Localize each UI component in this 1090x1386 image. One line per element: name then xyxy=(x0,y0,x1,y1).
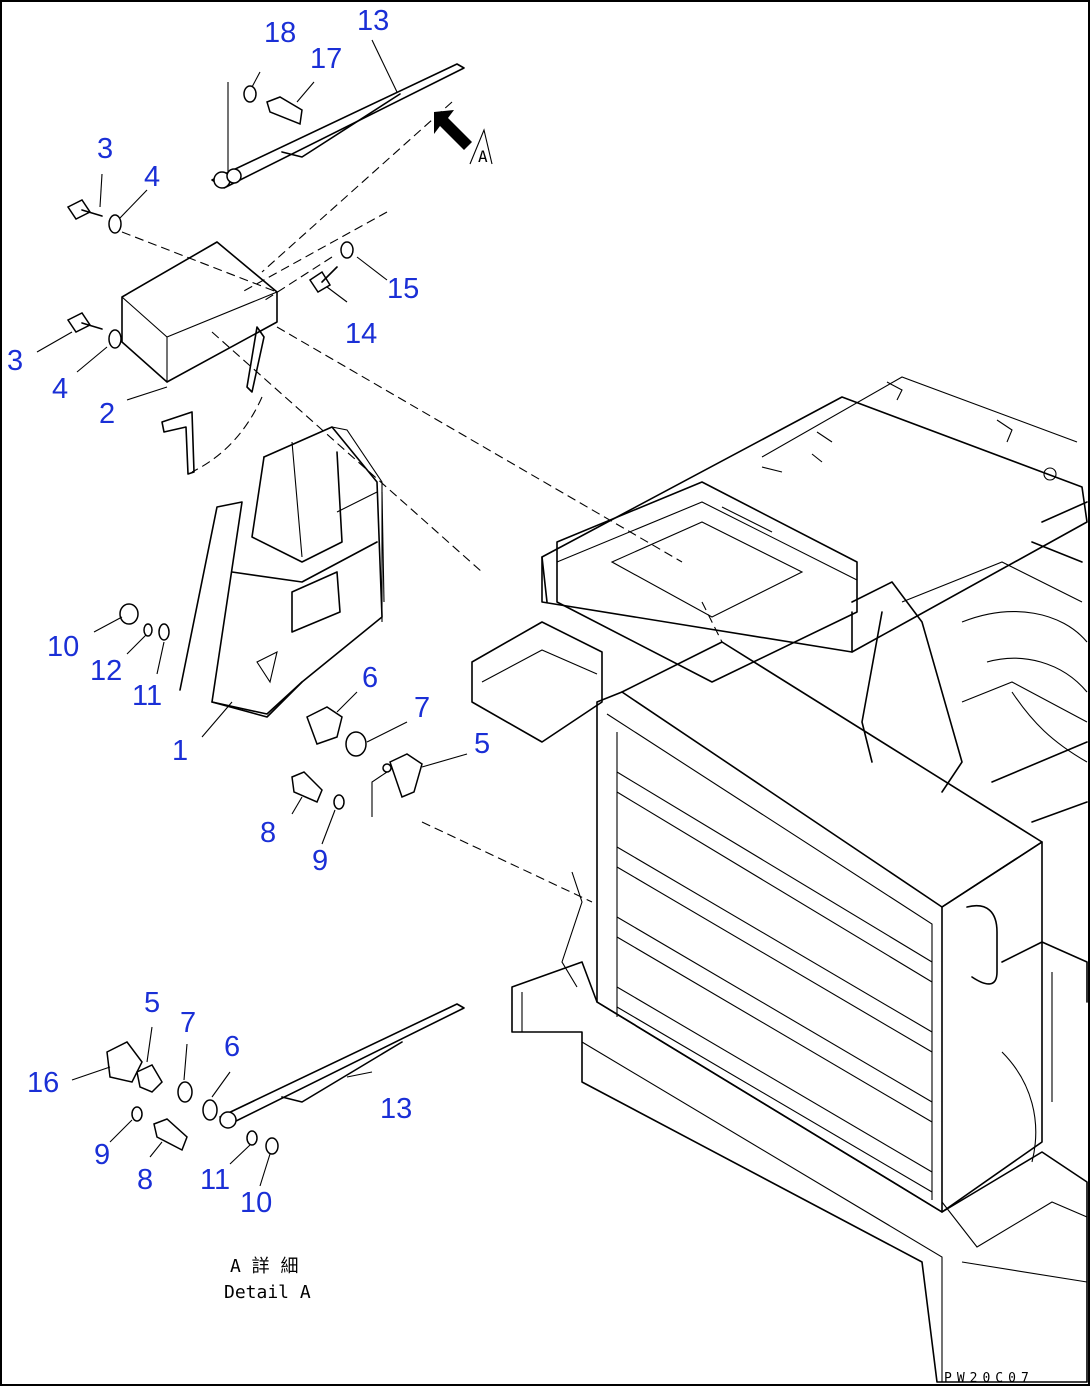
callout-10: 10 xyxy=(47,631,79,663)
view-marker-label: A xyxy=(478,147,488,166)
callout-14: 14 xyxy=(345,318,377,350)
callout-13: 13 xyxy=(357,5,389,37)
callout-16: 16 xyxy=(27,1067,59,1099)
link-rod-13-upper xyxy=(211,63,465,189)
callout-2: 2 xyxy=(99,398,115,430)
callout-18: 18 xyxy=(264,17,296,49)
callout-3: 3 xyxy=(7,345,23,377)
callout-11: 11 xyxy=(200,1164,230,1196)
drawing-code: PW20C07 xyxy=(944,1371,1034,1386)
callout-15: 15 xyxy=(387,273,419,305)
assembly-lines xyxy=(121,101,723,903)
callout-9: 9 xyxy=(312,845,328,877)
callout-4: 4 xyxy=(144,161,160,193)
callout-8: 8 xyxy=(137,1164,153,1196)
callout-7: 7 xyxy=(180,1007,196,1039)
leader-lines xyxy=(36,39,468,1187)
callout-11: 11 xyxy=(132,680,162,712)
grille-louvers xyxy=(616,732,933,1193)
callout-4: 4 xyxy=(52,373,68,405)
cover-plate-2 xyxy=(121,241,278,475)
callout-10: 10 xyxy=(240,1187,272,1219)
link-rod-13-lower xyxy=(219,1003,465,1129)
callout-9: 9 xyxy=(94,1139,110,1171)
callout-labels: 18 17 13 3 4 15 14 3 4 2 10 12 11 1 6 7 … xyxy=(7,5,490,1219)
callout-3: 3 xyxy=(97,133,113,165)
callout-8: 8 xyxy=(260,817,276,849)
callout-5: 5 xyxy=(474,728,490,760)
callout-12: 12 xyxy=(90,655,122,687)
callout-7: 7 xyxy=(414,692,430,724)
callout-6: 6 xyxy=(362,662,378,694)
detail-caption-japanese: A 詳 細 xyxy=(230,1256,299,1277)
callout-6: 6 xyxy=(224,1031,240,1063)
hardware-parts xyxy=(66,85,423,1155)
machine-frame xyxy=(471,376,1088,1383)
view-arrow-A xyxy=(434,110,493,165)
callout-1: 1 xyxy=(172,735,188,767)
callout-5: 5 xyxy=(144,987,160,1019)
callout-13: 13 xyxy=(380,1093,412,1125)
callout-17: 17 xyxy=(310,43,342,75)
side-cover-1 xyxy=(179,426,385,718)
detail-caption-english: Detail A xyxy=(224,1282,311,1303)
